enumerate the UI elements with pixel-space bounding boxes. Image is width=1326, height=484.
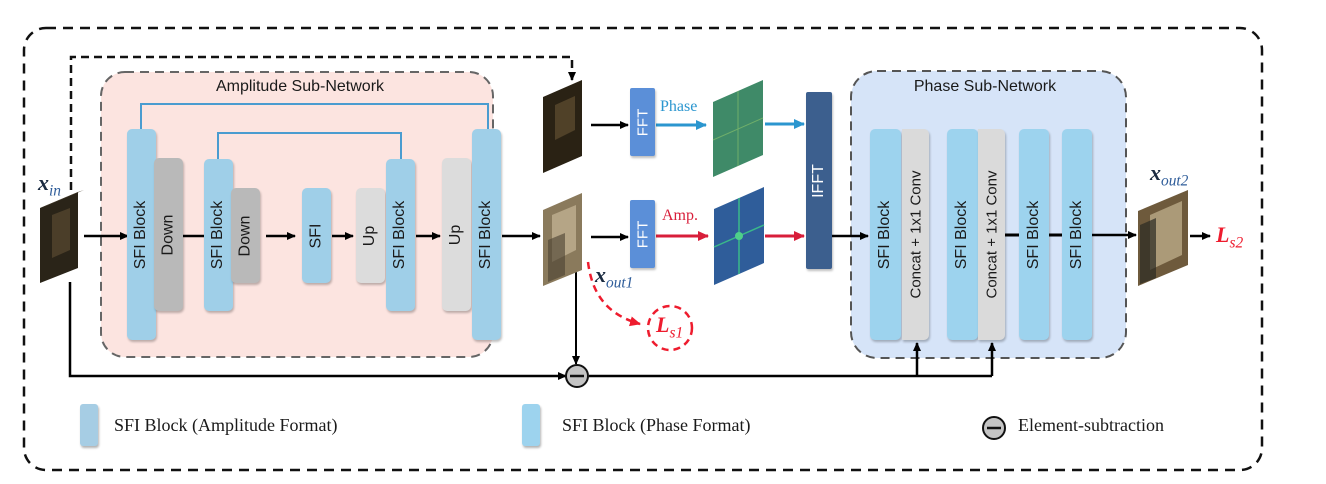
loss-s2-label: Ls2 bbox=[1216, 222, 1243, 252]
dark-image-thumbnail bbox=[543, 80, 582, 173]
amp-label: Amp. bbox=[662, 207, 698, 224]
amplitude-spectrum-image bbox=[713, 187, 765, 285]
legend-subtraction-icon bbox=[982, 416, 1006, 440]
fft-block-amplitude[interactable]: FFT bbox=[630, 200, 655, 268]
element-subtraction-icon bbox=[565, 364, 589, 388]
amp-sfi-block-4[interactable]: SFI Block bbox=[472, 129, 501, 340]
var-base: L bbox=[1216, 222, 1230, 247]
amp-sfi-block-1[interactable]: SFI Block bbox=[127, 129, 156, 340]
var-sub: s1 bbox=[669, 324, 684, 342]
block-label: SFI Block bbox=[477, 200, 495, 269]
output2-image-thumbnail bbox=[1138, 190, 1188, 286]
amp-sfi-block-3[interactable]: SFI Block bbox=[386, 159, 415, 311]
phase-sfi-block-4[interactable]: SFI Block bbox=[1062, 129, 1092, 340]
fft-label: FFT bbox=[634, 108, 651, 136]
var-base: x bbox=[1150, 160, 1161, 185]
block-label: SFI bbox=[307, 223, 325, 248]
legend-element-subtraction: Element-subtraction bbox=[1018, 415, 1164, 435]
block-label: SFI Block bbox=[1025, 200, 1042, 269]
phase-sfi-block-3[interactable]: SFI Block bbox=[1019, 129, 1049, 340]
phase-spectrum-image bbox=[712, 80, 764, 177]
amp-up-block-2[interactable]: Up bbox=[442, 158, 471, 311]
amp-down-block-1[interactable]: Down bbox=[154, 158, 183, 311]
block-label: SFI Block bbox=[876, 200, 894, 269]
unet-skip-outer bbox=[140, 103, 489, 130]
x-out2-label: xout2 bbox=[1150, 160, 1188, 190]
block-label: Up bbox=[447, 224, 465, 245]
phase-label: Phase bbox=[660, 98, 698, 115]
block-label: SFI Block bbox=[132, 200, 150, 269]
legend-phase-format: SFI Block (Phase Format) bbox=[562, 415, 751, 435]
var-sub: in bbox=[49, 182, 61, 200]
fft-label: FFT bbox=[634, 220, 651, 248]
input-image-thumbnail bbox=[40, 190, 84, 283]
block-label: SFI Block bbox=[209, 200, 227, 270]
block-label: SFI Block bbox=[391, 200, 409, 270]
ifft-block[interactable]: IFFT bbox=[806, 92, 832, 269]
loss1-dashed-circle bbox=[646, 304, 694, 352]
amplitude-subnet-title: Amplitude Sub-Network bbox=[215, 78, 385, 95]
legend-swatch-phase bbox=[522, 404, 540, 446]
dashed-skip-connection bbox=[69, 55, 576, 190]
output1-image-thumbnail bbox=[543, 193, 582, 286]
block-label: Concat + 1x1 Conv bbox=[983, 170, 1000, 299]
var-sub: s2 bbox=[1229, 234, 1244, 252]
x-out1-label: xout1 bbox=[595, 262, 633, 292]
legend-swatch-amplitude bbox=[80, 404, 98, 446]
loss-s1-label: Ls1 bbox=[656, 312, 683, 342]
var-base: L bbox=[656, 312, 670, 337]
var-base: x bbox=[595, 262, 606, 287]
block-label: Down bbox=[159, 214, 177, 255]
phase-sfi-block-1[interactable]: SFI Block bbox=[870, 129, 901, 340]
ifft-label: IFFT bbox=[810, 163, 828, 198]
x-in-label: xin bbox=[38, 170, 61, 200]
unet-skip-inner bbox=[217, 132, 402, 160]
loss1-dashed-arrow bbox=[586, 261, 641, 327]
phase-subnet-title: Phase Sub-Network bbox=[913, 78, 1057, 95]
block-label: Down bbox=[236, 215, 254, 256]
block-label: Concat + 1x1 Conv bbox=[907, 170, 924, 299]
var-sub: out1 bbox=[606, 274, 634, 292]
block-label: Up bbox=[361, 225, 379, 246]
amp-down-block-2[interactable]: Down bbox=[231, 188, 260, 283]
amp-sfi-block-2[interactable]: SFI Block bbox=[204, 159, 233, 311]
legend-amplitude-format: SFI Block (Amplitude Format) bbox=[114, 415, 338, 435]
block-label: SFI Block bbox=[1068, 200, 1085, 269]
amp-up-block-1[interactable]: Up bbox=[356, 188, 385, 283]
phase-sfi-block-2[interactable]: SFI Block bbox=[947, 129, 978, 340]
block-label: SFI Block bbox=[953, 200, 971, 269]
amp-sfi-bottleneck[interactable]: SFI bbox=[302, 188, 331, 283]
outer-frame bbox=[22, 26, 1264, 472]
concat-conv-block-1[interactable]: Concat + 1x1 Conv bbox=[902, 129, 929, 340]
var-sub: out2 bbox=[1161, 172, 1189, 190]
var-base: x bbox=[38, 170, 49, 195]
fft-block-phase[interactable]: FFT bbox=[630, 88, 655, 156]
concat-conv-block-2[interactable]: Concat + 1x1 Conv bbox=[978, 129, 1005, 340]
